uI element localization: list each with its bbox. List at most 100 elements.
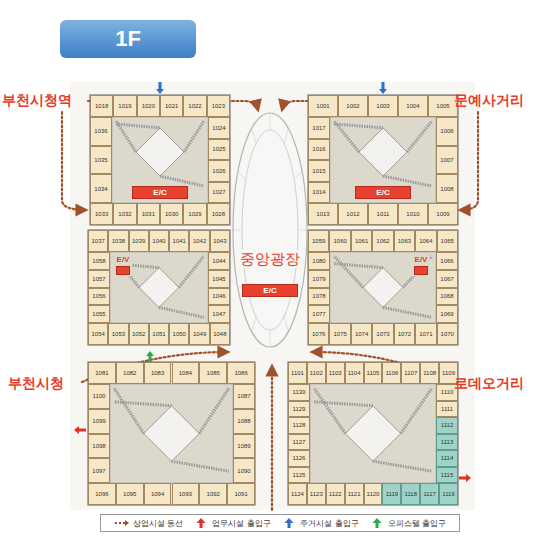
unit-number: 1077 [312,311,325,317]
unit-number: 1060 [333,238,346,244]
plaza-outer [233,113,307,347]
unit-number: 1014 [312,189,325,195]
shop-unit: 1124 [288,483,307,505]
unit-number: 1036 [94,128,107,134]
shop-unit: 1047 [208,305,230,323]
shop-unit: 1026 [208,160,230,182]
atrium [112,117,208,203]
atrium [310,384,436,483]
central-plaza: 중앙광장E/C [232,112,308,348]
shop-unit: 1036 [90,117,112,146]
arrow-head [146,351,154,356]
unit-number: 1097 [92,468,105,474]
shop-unit: 1085 [199,362,227,384]
unit-number: 1086 [234,370,247,376]
unit-number: 1030 [165,211,178,217]
unit-number: 1013 [316,211,329,217]
shop-unit: 1031 [137,203,160,225]
plaza-paving [239,172,246,180]
unit-number: 1103 [329,370,342,376]
shop-unit: 1106 [382,362,401,384]
shop-unit: 1015 [308,160,330,182]
shop-unit: 1058 [88,252,110,270]
place-label: 부천시청역 [2,92,72,110]
unit-number: 1050 [173,331,186,337]
escalator [160,176,204,186]
unit-number: 1113 [441,439,453,445]
shop-unit: 1088 [233,409,255,434]
unit-number: 1116 [442,491,454,497]
shop-unit: 1025 [208,139,230,161]
unit-number: 1087 [237,393,250,399]
legend-item: 오피스텔 출입구 [369,518,447,529]
shop-unit: 1013 [308,203,338,225]
shop-unit: 1005 [428,95,458,117]
unit-number: 1064 [419,238,432,244]
shop-unit: 1053 [108,323,128,345]
unit-number: 1002 [346,103,359,109]
unit-number: 1008 [440,186,453,192]
unit-number: 1123 [310,491,323,497]
legend-flow-line [115,522,125,524]
unit-number: 1019 [118,103,131,109]
shop-unit: 1020 [137,95,160,117]
shop-unit: 1082 [116,362,144,384]
building-block [88,230,230,345]
unit-number: 1120 [367,491,380,497]
shop-unit: 1014 [308,182,330,204]
building-block [308,95,458,225]
unit-number: 1122 [329,491,342,497]
flow-line [460,112,478,210]
unit-number: 1093 [179,491,192,497]
arrow-head [379,89,387,94]
escalator [407,121,432,152]
unit-number: 1070 [441,331,454,337]
shop-unit: 1052 [129,323,149,345]
shop-unit: 1089 [233,434,255,459]
shop-unit: 1118 [401,483,420,505]
unit-number: 1004 [406,103,419,109]
shop-unit: 1038 [108,230,128,252]
shop-unit: 1019 [113,95,136,117]
plaza-paving [252,130,256,144]
entrance-arrow [74,426,86,434]
shop-unit: 1057 [88,270,110,288]
escalator [314,388,345,434]
unit-number: 1020 [142,103,155,109]
building-block [90,95,230,225]
entrance-arrow [459,474,471,482]
unit-number: 1076 [312,331,325,337]
legend-item: 상업시설 동선 [114,518,184,529]
unit-number: 1061 [355,238,368,244]
unit-number: 1100 [93,393,106,399]
unit-number: 1059 [312,238,325,244]
unit-number: 1072 [398,331,411,337]
shop-unit: 1018 [90,95,113,117]
unit-number: 1058 [92,258,105,264]
unit-number: 1032 [118,211,131,217]
unit-number: 1062 [376,238,389,244]
unit-number: 1078 [312,293,325,299]
shop-unit: 1101 [288,362,307,384]
block-outline [88,362,255,505]
unit-number: 1034 [94,186,107,192]
shop-unit: 1033 [90,203,113,225]
legend-sample [369,518,385,528]
entrance-arrow [379,82,387,94]
unit-number: 1009 [436,211,449,217]
plaza-paving [284,317,288,331]
unit-number: 1045 [212,276,225,282]
shop-unit: 1105 [364,362,383,384]
unit-number: 1022 [188,103,201,109]
shop-unit: 1126 [288,450,310,467]
elevator-symbol [414,266,428,275]
legend-text: 업무시설 출입구 [212,518,271,529]
shop-unit: 1097 [88,458,110,483]
unit-number: 1003 [376,103,389,109]
shop-unit: 1030 [160,203,183,225]
shop-unit: 1012 [338,203,368,225]
escalator [373,461,432,471]
legend-item: 주거시설 출입구 [281,518,359,529]
unit-number: 1067 [440,276,453,282]
unit-number: 1031 [142,211,155,217]
